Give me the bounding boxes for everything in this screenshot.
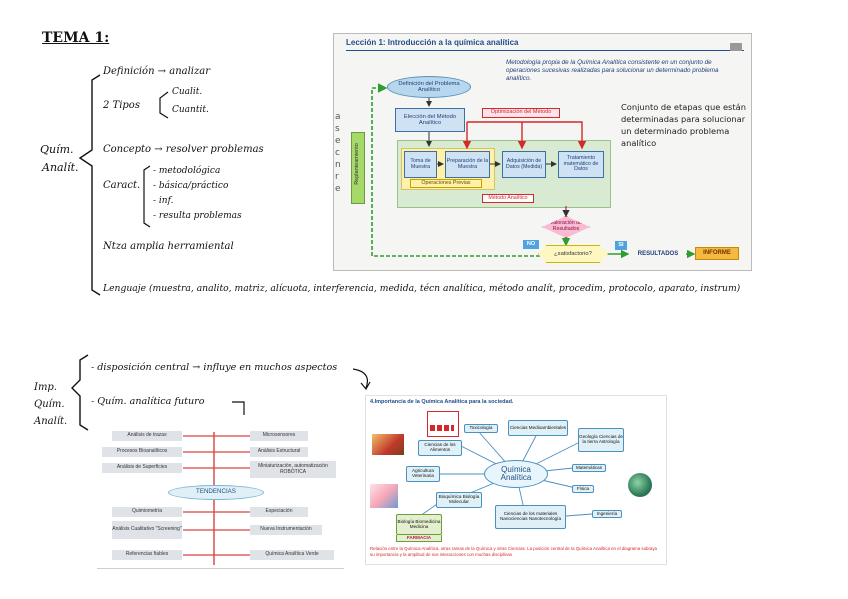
tendencia-left-item: Referencias fiables [112, 550, 182, 560]
discipline-ingenieria: Ingeniería [592, 510, 622, 518]
earth-photo [628, 473, 652, 497]
metodo-analitico-label: Método Analítico [482, 194, 534, 203]
slide-2-caption: Relación entre la Química Analítica, otr… [370, 546, 657, 557]
discipline-bioquimica: Bioquímica Biología Molecular [436, 492, 482, 508]
resultados-label: RESULTADOS [637, 250, 679, 257]
notes-disposicion: - disposición central → influye en mucho… [91, 362, 338, 373]
operaciones-previas-label: Operaciones Previas [410, 179, 482, 188]
slide-1-title: Lección 1: Introducción a la química ana… [346, 38, 519, 47]
toma-muestra-node: Toma de Muestra [404, 151, 437, 178]
notes-caract-item: - metodológica [153, 166, 221, 176]
tendencia-right-item: Química Analítica Verde [250, 550, 334, 560]
tendencia-left-item: Análisis de Superficies [102, 463, 182, 473]
slide-1-side-letter: s [335, 124, 340, 134]
tratamiento-node: Tratamiento matemático de Datos [558, 151, 604, 178]
notes-tipo-cuantit: Cuantit. [172, 105, 209, 115]
valoracion-node: Valoración de Resultados [542, 216, 590, 238]
tendencia-right-item: Miniaturización, automatización ROBÓTICA [250, 461, 336, 478]
notes-caract: Caract. [103, 180, 141, 191]
notes-caract-item: - inf. [153, 196, 174, 206]
center-node: Química Analítica [484, 460, 548, 488]
notes-tipos: 2 Tipos [103, 100, 140, 111]
notes-caract-item: - resulta problemas [153, 211, 242, 221]
slide-1-side-letter: e [335, 136, 341, 146]
food-photo [372, 434, 404, 455]
tendencia-left-item: Procesos Bioanalíticos [102, 447, 182, 457]
slide-1-side-letter: r [335, 172, 339, 182]
tendencia-right-item: Análisis Estructural [250, 447, 308, 457]
no-badge: NO [523, 240, 539, 249]
notes-root-line-2: Analít. [42, 161, 79, 174]
notes-root2-line-3: Analít. [34, 416, 68, 427]
discipline-fisica: Física [572, 485, 594, 493]
slide-1-corner-badge [730, 43, 742, 51]
preparacion-node: Preparación de la Muestra [445, 151, 490, 178]
slide-2-title: 4.Importancia de la Química Analítica pa… [370, 399, 514, 405]
tendencia-left-item: Quimiometría [112, 507, 182, 517]
informe-box: INFORME [695, 247, 739, 260]
tendencia-right-item: Especiación [250, 507, 308, 517]
replanteamiento-label: Replanteamiento [354, 143, 360, 185]
def-problema-node: Definición del Problema Analítico [387, 76, 471, 98]
notes-root-line-1: Quím. [40, 143, 74, 156]
notes-lenguaje: Lenguaje (muestra, analito, matriz, alíc… [103, 283, 741, 294]
discipline-toxicologia: Toxicología [464, 424, 498, 433]
notes-definicion: Definición → analizar [103, 66, 211, 77]
slide-1-side-letter: c [335, 148, 340, 158]
discipline-farmacia: FARMACIA [396, 535, 442, 542]
tendencia-left-item: Análisis de trazas [112, 431, 182, 441]
slide-1-title-rule [346, 50, 744, 51]
toxicology-icons [427, 411, 459, 437]
notes-concepto: Concepto → resolver problemas [103, 144, 264, 155]
tendencias-center: TENDENCIAS [168, 485, 264, 500]
notes-title: TEMA 1: [42, 30, 110, 46]
satisfactorio-node: ¿satisfactorio? [538, 245, 608, 263]
tendencia-right-item: Microsensores [250, 431, 308, 441]
notes-futuro: - Quím. analítica futuro [91, 396, 205, 407]
discipline-geologia: Geología Ciencias de la tierra Astrologí… [578, 428, 624, 452]
slide-1-side-letter: a [335, 112, 341, 122]
adquisicion-node: Adquisición de Datos (Medida) [502, 151, 546, 178]
eleccion-node: Elección del Método Analítico [395, 108, 465, 132]
slide-1-quote: Metodología propia de la Química Analíti… [506, 59, 719, 82]
notes-caract-item: - básica/práctico [153, 181, 229, 191]
lab-photo [370, 484, 398, 508]
discipline-agricultura: Agricultura Veterinaria [406, 466, 440, 482]
toxicology-icons-row [430, 425, 454, 431]
discipline-alimentos: Ciencias de los Alimentos [418, 440, 462, 456]
discipline-medioambientales: Ciencias Medioambientales [508, 420, 568, 436]
notes-root2-line-1: Imp. [34, 382, 58, 393]
notes-root2-line-2: Quím. [34, 399, 65, 410]
optimizacion-node: Optimización del Método [482, 108, 560, 118]
slide-1-side-letter: n [335, 160, 341, 170]
slide-1-annotation: Conjunto de etapas que están determinada… [621, 102, 746, 149]
si-badge: SI [615, 241, 627, 250]
slide-1-side-letter: e [335, 184, 341, 194]
tendencia-left-item: Análisis Cualitativo "Screening" [112, 521, 182, 539]
replanteamiento-bar [351, 132, 365, 204]
notes-naturaleza: Ntza amplia herramiental [103, 241, 234, 252]
discipline-materiales: Ciencias de los materiales Nanociencias … [495, 505, 566, 529]
tendencia-right-item: Nueva Instrumentación [250, 525, 322, 535]
discipline-matematicas: Matemáticas [572, 464, 606, 472]
discipline-biologia: Biología Biomedicina Medicina [396, 514, 442, 535]
notes-tipo-cualit: Cualit. [172, 87, 203, 97]
